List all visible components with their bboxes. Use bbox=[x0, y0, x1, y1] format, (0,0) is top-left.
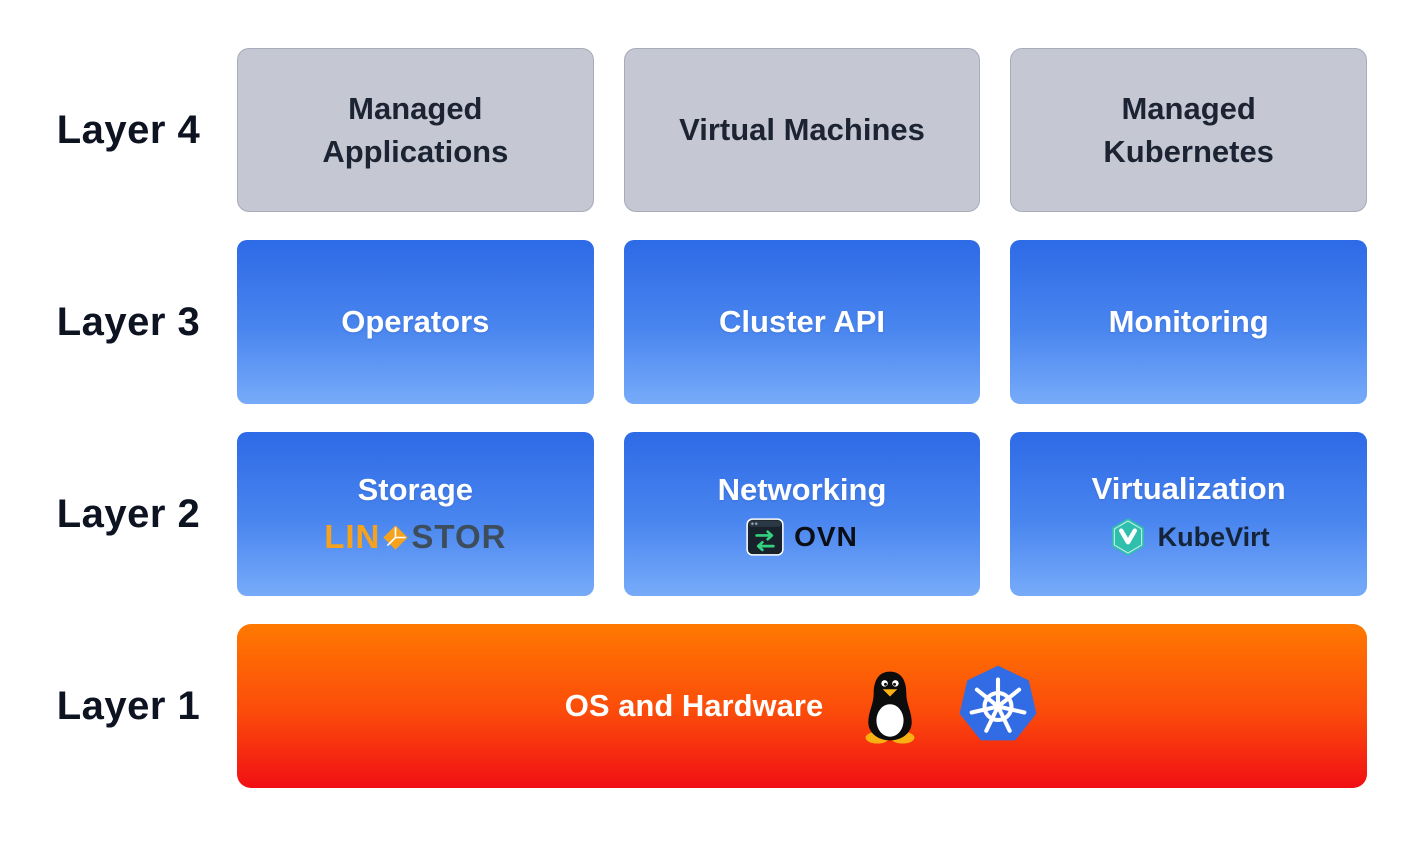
ovn-terminal-icon bbox=[746, 518, 784, 556]
linstor-cube-icon bbox=[382, 524, 409, 551]
ovn-logo: OVN bbox=[746, 518, 858, 556]
box-monitoring: Monitoring bbox=[1010, 240, 1367, 404]
box-networking: Networking bbox=[623, 432, 981, 596]
box-title: Monitoring bbox=[1108, 304, 1269, 339]
linstor-wordmark: LIN STOR bbox=[324, 518, 506, 556]
box-title: Managed Applications bbox=[322, 90, 509, 169]
box-operators: Operators bbox=[237, 240, 594, 404]
box-title: Virtual Machines bbox=[679, 112, 925, 148]
layer-4-label: Layer 4 bbox=[56, 107, 201, 152]
box-title: Storage bbox=[357, 472, 474, 507]
linstor-text-prefix: LIN bbox=[324, 518, 381, 555]
box-title: Operators bbox=[341, 304, 490, 339]
box-title: Cluster API bbox=[719, 304, 885, 339]
layer-3-label: Layer 3 bbox=[56, 299, 201, 344]
kubevirt-text: KubeVirt bbox=[1157, 521, 1270, 552]
layer-2-label: Layer 2 bbox=[56, 491, 201, 536]
box-managed-kubernetes: Managed Kubernetes bbox=[1010, 48, 1367, 212]
kubevirt-hexagon-icon bbox=[1108, 517, 1148, 557]
linstor-logo: LIN STOR bbox=[324, 518, 506, 556]
tux-penguin-icon bbox=[861, 668, 919, 744]
layer-1-label: Layer 1 bbox=[56, 683, 201, 728]
box-managed-applications: Managed Applications bbox=[237, 48, 594, 212]
box-title: Networking bbox=[717, 472, 887, 507]
linstor-text-suffix: STOR bbox=[411, 518, 507, 555]
box-title: OS and Hardware bbox=[564, 688, 824, 723]
box-os-and-hardware: OS and Hardware bbox=[237, 624, 1367, 788]
box-storage: Storage LIN STOR bbox=[237, 432, 594, 596]
kubernetes-icon bbox=[957, 664, 1039, 749]
box-virtualization: Virtualization KubeVirt bbox=[1010, 432, 1367, 596]
layers-grid: Layer 4 Managed Applications Virtual Mac… bbox=[50, 48, 1367, 788]
kubevirt-logo: KubeVirt bbox=[1108, 517, 1270, 557]
box-title: Managed Kubernetes bbox=[1103, 90, 1274, 169]
ovn-text: OVN bbox=[794, 521, 858, 552]
box-title: Virtualization bbox=[1091, 471, 1286, 506]
box-virtual-machines: Virtual Machines bbox=[623, 48, 981, 212]
box-cluster-api: Cluster API bbox=[623, 240, 981, 404]
